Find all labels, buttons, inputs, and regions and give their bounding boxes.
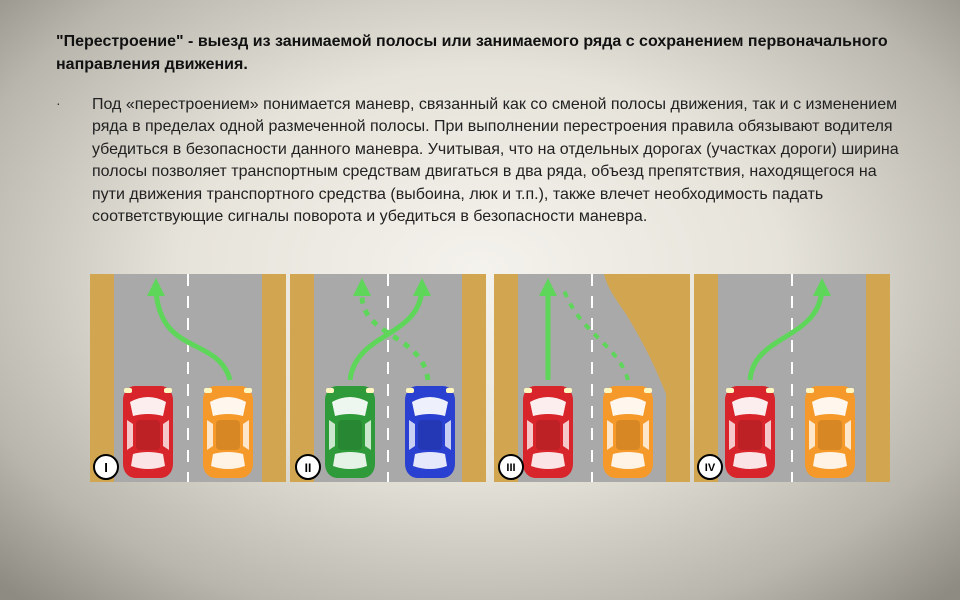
panel-4: IV xyxy=(694,274,890,482)
orange-car xyxy=(203,386,253,478)
panel-label-badge: IV xyxy=(697,454,723,480)
green-car xyxy=(325,386,375,478)
svg-text:III: III xyxy=(506,462,515,474)
arrow-head xyxy=(813,278,831,296)
lane-change-arrow xyxy=(747,289,825,381)
svg-text:I: I xyxy=(104,460,108,475)
panel-2: II xyxy=(290,274,486,482)
merge-arrow xyxy=(562,289,630,381)
bullet-marker: · xyxy=(56,95,61,111)
panel-3: III xyxy=(494,274,690,482)
blue-car-path xyxy=(359,289,431,381)
orange-car xyxy=(603,386,653,478)
red-car xyxy=(123,386,173,478)
left-shoulder xyxy=(494,274,518,482)
panel-1: I xyxy=(90,274,286,482)
arrow-head xyxy=(413,278,431,296)
blue-car xyxy=(405,386,455,478)
right-shoulder xyxy=(866,274,890,482)
slide-title: "Перестроение" - выезд из занимаемой пол… xyxy=(56,33,888,73)
left-shoulder xyxy=(694,274,718,482)
arrow-head xyxy=(147,278,165,296)
green-car-path xyxy=(347,289,425,381)
lane-change-arrow xyxy=(153,289,233,381)
panel-label-badge: II xyxy=(295,454,321,480)
red-car xyxy=(523,386,573,478)
road-narrowing-shoulder xyxy=(604,274,690,482)
orange-car xyxy=(805,386,855,478)
left-shoulder xyxy=(290,274,314,482)
svg-text:IV: IV xyxy=(705,462,716,474)
arrow-head xyxy=(539,278,557,296)
right-shoulder xyxy=(462,274,486,482)
panel-label-badge: I xyxy=(93,454,119,480)
panel-label-badge: III xyxy=(498,454,524,480)
lane-change-illustration: I II xyxy=(90,274,890,482)
red-car xyxy=(725,386,775,478)
left-shoulder xyxy=(90,274,114,482)
arrow-head xyxy=(353,278,371,296)
body-paragraph: Под «перестроением» понимается маневр, с… xyxy=(92,96,899,226)
svg-text:II: II xyxy=(305,461,312,475)
right-shoulder xyxy=(262,274,286,482)
